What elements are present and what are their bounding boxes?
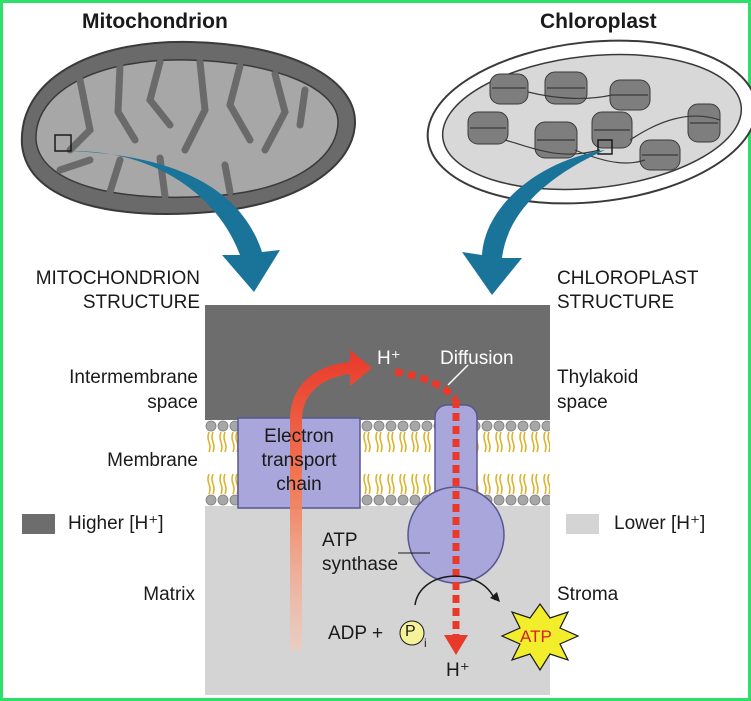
thylakoid-label-line2: space bbox=[557, 392, 608, 413]
legend-swatch-lower bbox=[566, 514, 599, 534]
mito-structure-label-line2: STRUCTURE bbox=[82, 292, 200, 313]
chloroplast-illustration bbox=[426, 39, 751, 205]
zoom-arrow-left bbox=[70, 150, 280, 292]
etc-label-line2: transport bbox=[261, 450, 337, 471]
diffusion-leader bbox=[447, 364, 469, 386]
membrane-label: Membrane bbox=[107, 450, 198, 471]
adp-label: ADP + bbox=[328, 623, 384, 644]
h-plus-bottom-label: H⁺ bbox=[446, 660, 470, 681]
mito-structure-label-line1: MITOCHONDRION bbox=[35, 268, 200, 289]
diffusion-label: Diffusion bbox=[440, 348, 514, 369]
h-plus-top-label: H⁺ bbox=[377, 348, 401, 369]
proton-pump-arrow bbox=[290, 350, 372, 650]
chloro-structure-label-line1: CHLOROPLAST bbox=[557, 268, 699, 289]
proton-diffusion-path bbox=[394, 368, 468, 655]
zoom-arrow-right bbox=[462, 150, 605, 295]
atp-starburst bbox=[500, 602, 580, 672]
high-h-region bbox=[205, 305, 550, 420]
title-mitochondrion: Mitochondrion bbox=[82, 10, 228, 33]
synthase-label-line1: ATP bbox=[322, 530, 358, 551]
phosphate-p-label: P bbox=[405, 623, 416, 640]
intermembrane-label-line1: Intermembrane bbox=[69, 367, 198, 388]
title-chloroplast: Chloroplast bbox=[540, 10, 657, 33]
legend-swatch-higher bbox=[22, 514, 55, 534]
thylakoid-label-line1: Thylakoid bbox=[557, 367, 639, 388]
synthase-label-line2: synthase bbox=[322, 554, 399, 575]
reaction-arrow bbox=[414, 575, 496, 606]
matrix-label: Matrix bbox=[143, 584, 195, 605]
phosphate-circle bbox=[399, 620, 425, 646]
atp-label: ATP bbox=[520, 627, 552, 646]
mitochondrion-illustration bbox=[20, 40, 357, 215]
etc-label-line1: Electron bbox=[264, 426, 334, 447]
etc-label-line3: chain bbox=[276, 474, 322, 495]
legend-higher-label: Higher [H⁺] bbox=[68, 513, 164, 534]
phosphate-i-subscript: i bbox=[424, 636, 427, 650]
chloro-structure-label-line2: STRUCTURE bbox=[557, 292, 675, 313]
intermembrane-label-line2: space bbox=[147, 392, 198, 413]
legend-lower-label: Lower [H⁺] bbox=[614, 513, 706, 534]
stroma-label: Stroma bbox=[557, 584, 619, 605]
